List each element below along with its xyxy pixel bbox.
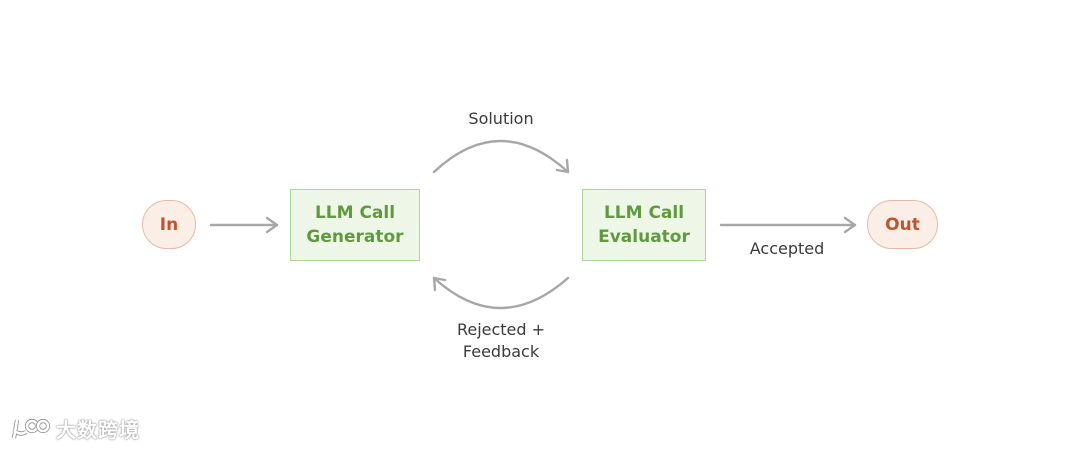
watermark-text: 大数跨境 bbox=[56, 418, 140, 442]
arrow-evaluator-to-out bbox=[719, 216, 857, 234]
generator-node-line2: Generator bbox=[306, 227, 404, 247]
watermark-logo-icon bbox=[11, 418, 50, 438]
generator-node-line1: LLM Call bbox=[314, 203, 396, 223]
arrow-in-to-generator bbox=[209, 216, 279, 234]
evaluator-node: LLM Call Evaluator bbox=[582, 189, 706, 261]
generator-node: LLM Call Generator bbox=[290, 189, 420, 261]
rejected-edge-label-line1: Rejected + bbox=[456, 320, 546, 339]
arrow-solution-arc bbox=[432, 139, 570, 174]
watermark: 大数跨境 bbox=[10, 414, 140, 443]
output-node: Out bbox=[867, 200, 938, 249]
output-node-label: Out bbox=[885, 214, 920, 235]
arrow-rejected-arc bbox=[432, 276, 570, 310]
accepted-edge-label: Accepted bbox=[749, 239, 825, 258]
rejected-edge-label-line2: Feedback bbox=[462, 342, 540, 361]
evaluator-node-line2: Evaluator bbox=[598, 227, 690, 247]
rejected-edge-label: Rejected + Feedback bbox=[430, 319, 572, 363]
input-node-label: In bbox=[159, 214, 179, 235]
evaluator-node-line1: LLM Call bbox=[603, 203, 685, 223]
solution-edge-label: Solution bbox=[468, 109, 534, 128]
input-node: In bbox=[142, 200, 196, 249]
